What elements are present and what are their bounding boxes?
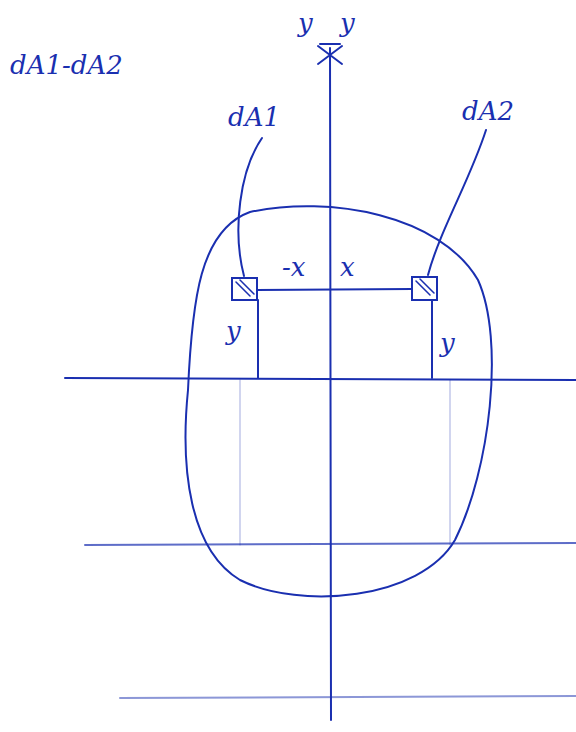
leader-line — [238, 138, 262, 276]
circle-section — [186, 206, 492, 596]
height-label: y — [440, 330, 455, 356]
horizontal-line — [120, 696, 576, 698]
guide-line — [240, 380, 241, 545]
distance-label: -x — [282, 254, 305, 280]
axis-label: y — [340, 10, 355, 36]
area-label: dA1 — [228, 104, 280, 130]
distance-label: x — [340, 254, 355, 280]
axis-label: y — [298, 10, 313, 36]
distance-line — [257, 289, 412, 290]
height-label: y — [226, 318, 241, 344]
vertical-axis — [330, 48, 331, 720]
equation-note: dA1-dA2 — [10, 52, 123, 78]
height-line — [431, 300, 433, 378]
area-label: dA2 — [462, 98, 514, 124]
horizontal-line — [65, 378, 576, 380]
leader-line — [428, 130, 486, 275]
height-line — [257, 300, 259, 378]
hatch — [236, 279, 434, 296]
guide-line — [450, 380, 451, 545]
axis-mark — [318, 44, 342, 64]
